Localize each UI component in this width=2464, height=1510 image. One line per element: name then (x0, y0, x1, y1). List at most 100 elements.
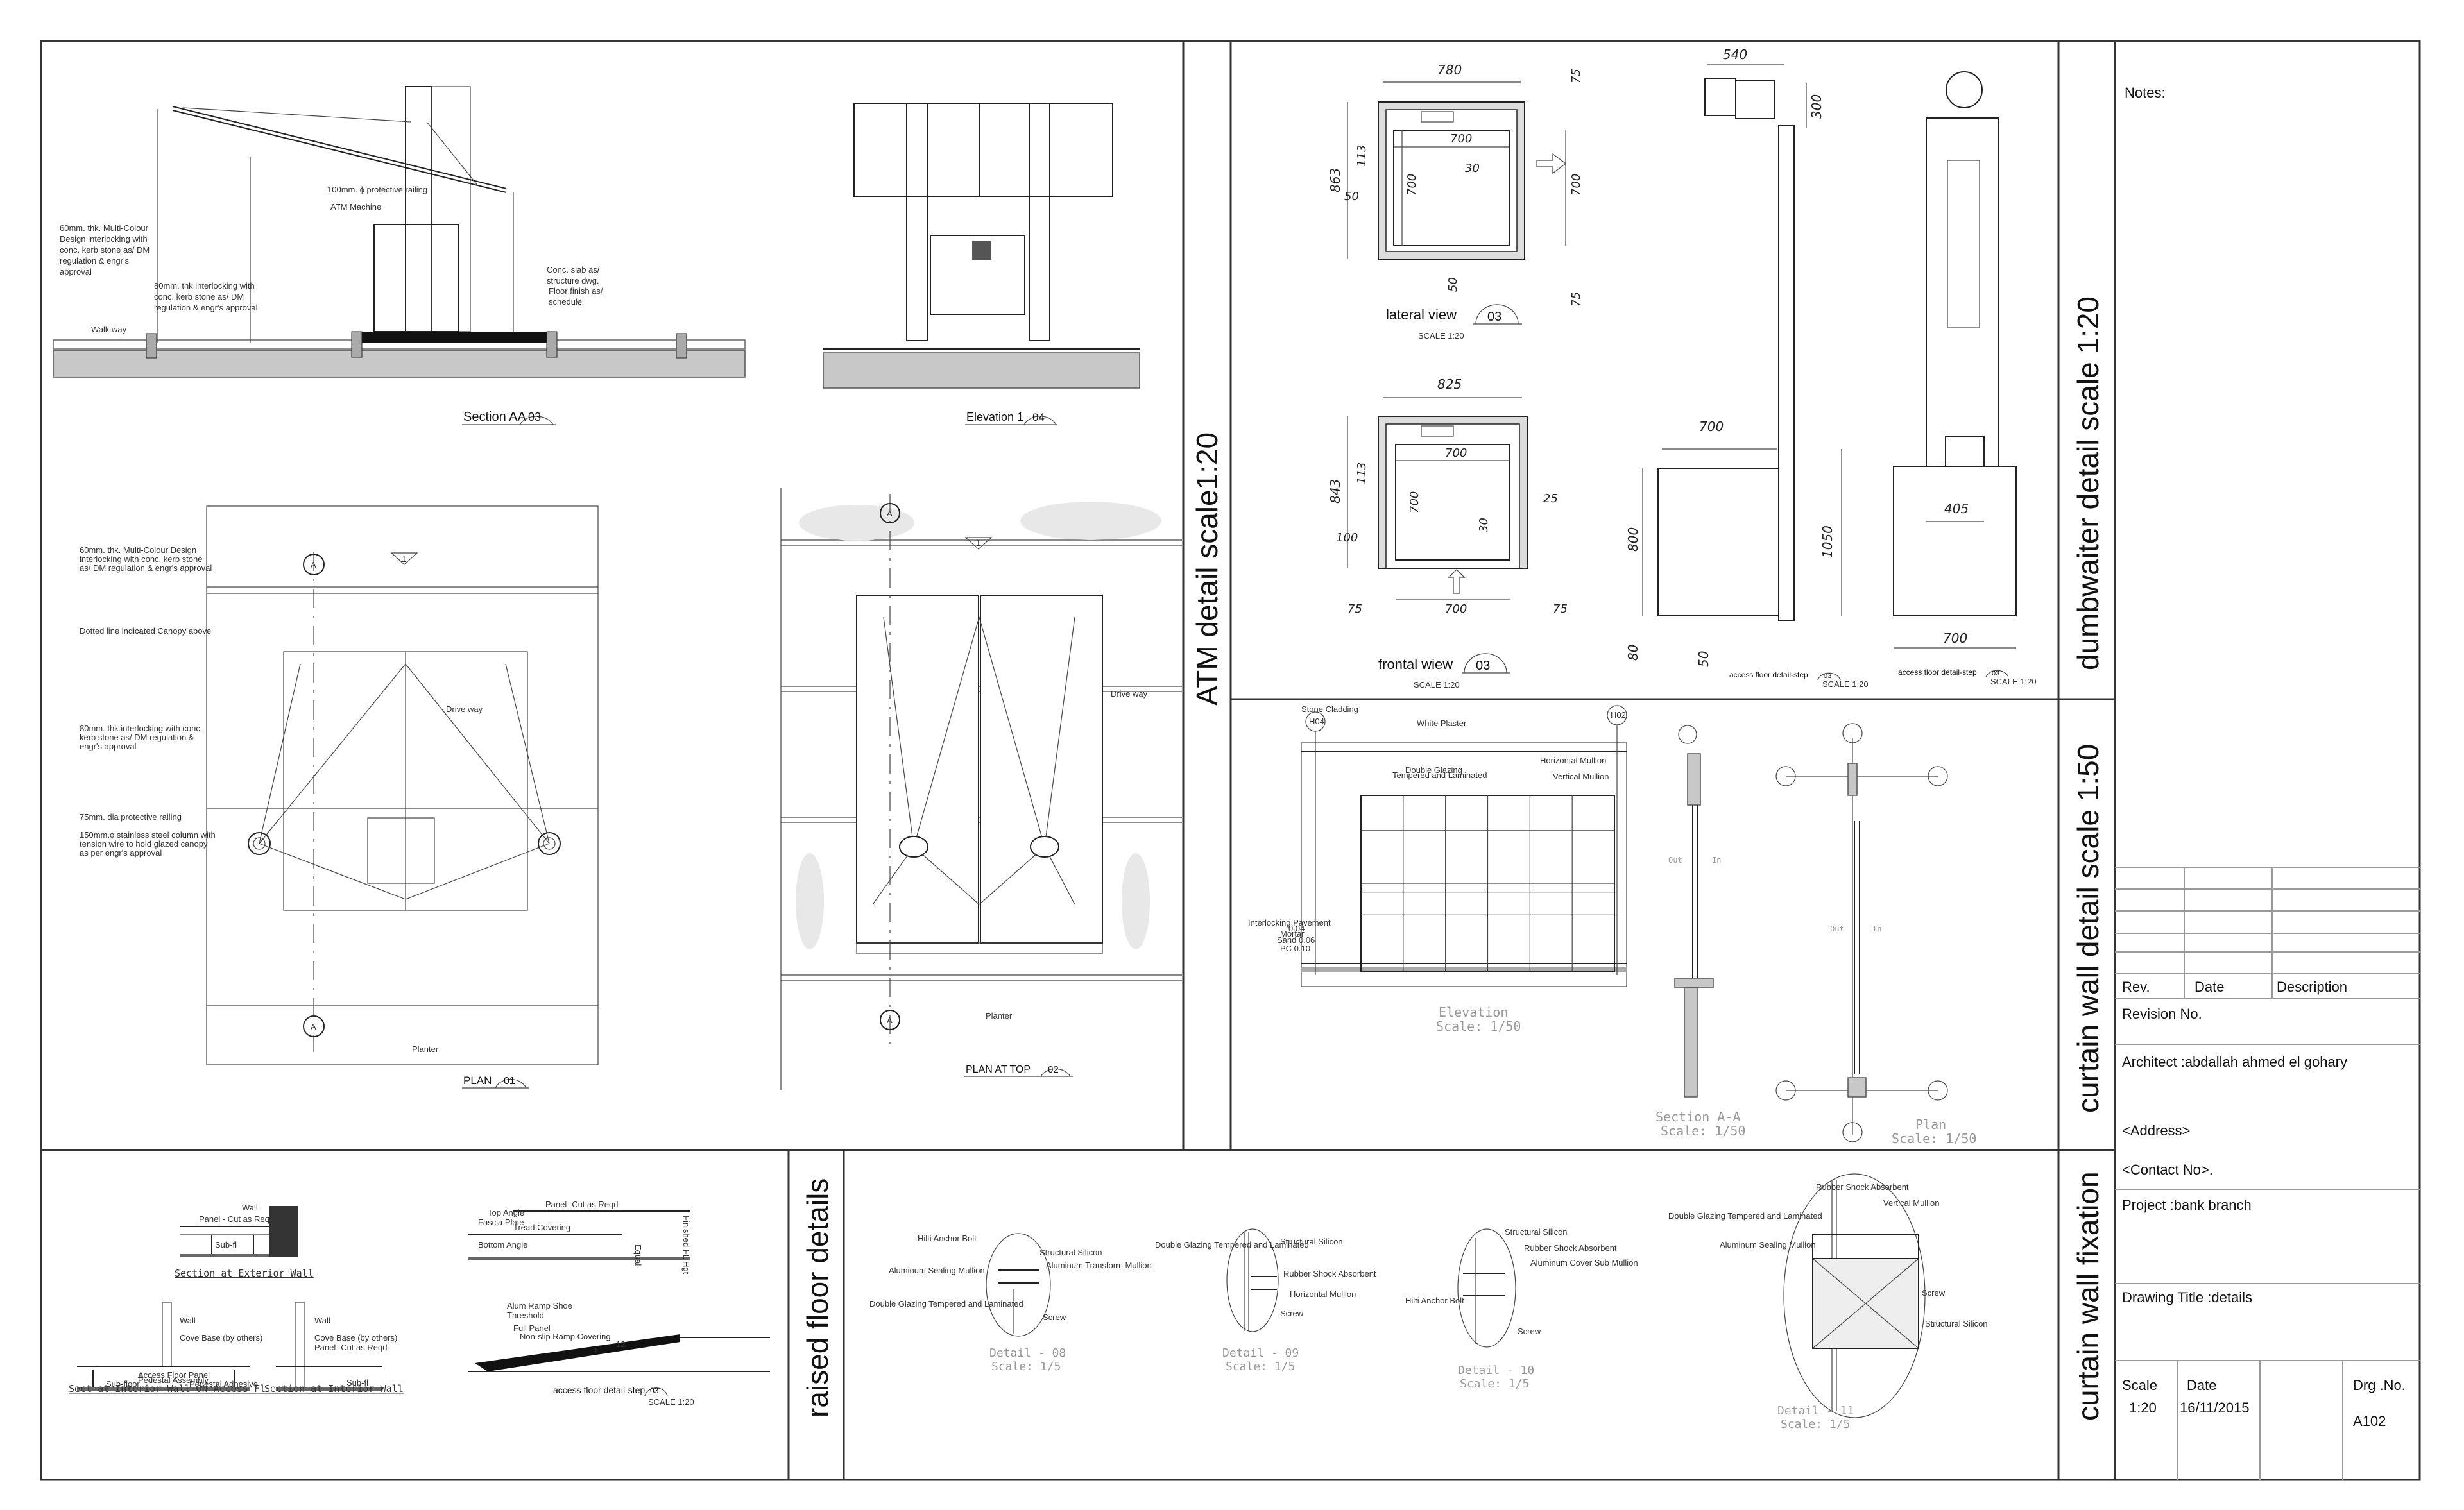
section-mark: A (887, 509, 893, 518)
scale-value: 1:20 (2129, 1400, 2157, 1416)
section-aa-drawing: 60mm. thk. Multi-Colour Design interlock… (53, 86, 746, 425)
detail-label: Screw (1922, 1288, 1946, 1298)
walkway-label: Walk way (91, 325, 127, 334)
section-mark: A (887, 1015, 893, 1025)
view-mark: 1 (402, 554, 406, 564)
label: Access Floor Panel (138, 1370, 210, 1380)
rev-header: Rev. (2122, 979, 2150, 995)
dimension: 300 (1809, 94, 1824, 119)
note-line: tension wire to hold glazed canopy (80, 839, 208, 849)
section-mark: A (311, 560, 316, 570)
dumbwaiter-front-drawing: 405 700 access floor detail-step 03 SCAL… (1893, 71, 2037, 686)
drg-no-label: Drg .No. (2353, 1377, 2406, 1393)
dimension: 700 (1943, 631, 1967, 646)
note-line: 60mm. thk. Multi-Colour (60, 223, 149, 233)
lateral-view-scale: SCALE 1:20 (1418, 331, 1464, 341)
dimension: 1050 (1820, 525, 1835, 558)
curtain-wall-section-drawing: Out In Section A-A Scale: 1/50 (1656, 725, 1745, 1139)
detail-label: Rubber Shock Absorbent (1283, 1269, 1376, 1278)
section-mark: A (311, 1022, 316, 1031)
detail-label: Structural Silicon (1280, 1237, 1343, 1246)
label: Top Angle (488, 1208, 524, 1217)
dimension: 75 (1553, 602, 1568, 616)
detail-scale: Scale: 1/5 (1460, 1377, 1529, 1391)
elevation-1-title: Elevation 1 (966, 411, 1023, 423)
dumbwaiter-panel-title: dumbwaiter detail scale 1:20 (2071, 296, 2105, 670)
dimension: 700 (1445, 602, 1467, 616)
address: <Address> (2122, 1123, 2190, 1139)
label: Cove Base (by others) (314, 1333, 397, 1343)
drg-no-value: A102 (2353, 1413, 2386, 1429)
label: White Plaster (1417, 718, 1467, 728)
note-line: as/ DM regulation & engr's approval (80, 563, 212, 573)
note-line: regulation & engr's (60, 256, 129, 266)
atm-machine-note: ATM Machine (330, 202, 381, 212)
note-line: 150mm.ϕ stainless steel column with (80, 830, 216, 840)
detail-label: Aluminum Cover Sub Mullion (1530, 1258, 1638, 1268)
fixation-detail-09: Double Glazing Tempered and Laminated St… (1155, 1228, 1376, 1373)
detail-label: Structural Silicon (1505, 1227, 1568, 1237)
note-line: Conc. slab as/ (547, 265, 600, 275)
detail-label: Hilti Anchor Bolt (918, 1234, 977, 1243)
detail-scale: Scale: 1/5 (1781, 1418, 1850, 1431)
curtain-wall-panel-title: curtain wall detail scale 1:50 (2071, 744, 2105, 1113)
plan-01-tag: 01 (504, 1076, 515, 1087)
out-label: Out (1668, 856, 1682, 865)
detail-label: Double Glazing Tempered and Laminated (869, 1299, 1023, 1309)
detail-title: Detail - 09 (1222, 1346, 1299, 1360)
dimension: 113 (1355, 462, 1369, 484)
dimension: 75 (1570, 69, 1583, 83)
curtain-wall-plan-drawing: Out In Plan Scale: 1/50 (1775, 723, 1976, 1146)
curtain-wall-mullions (1361, 795, 1614, 971)
dumbwaiter-front-tag: 03 (1992, 670, 1999, 677)
section-aa-tag: 03 (528, 411, 541, 423)
section-title: Section A-A (1656, 1109, 1740, 1124)
dimension: 80 (1625, 645, 1641, 661)
plan-01-drawing: A A 1 60mm. thk. Multi-Colour Design int… (80, 505, 599, 1089)
detail-title: Detail - 10 (1458, 1364, 1534, 1377)
note-line: approval (60, 267, 92, 276)
dimension: 100 (1336, 531, 1358, 545)
fixation-detail-10: Structural Silicon Rubber Shock Absorben… (1405, 1227, 1638, 1391)
fixation-detail-08: Hilti Anchor Bolt Structural Silicon Alu… (869, 1233, 1152, 1373)
label: Full Panel (513, 1323, 551, 1333)
description-header: Description (2277, 979, 2347, 995)
frontal-view-drawing: 825 700 843 113 700 25 30 100 75 700 75 … (1328, 377, 1568, 690)
architect: Architect :abdallah ahmed el gohary (2122, 1054, 2347, 1070)
planter-label: Planter (412, 1044, 439, 1054)
plan-01-title: PLAN (463, 1074, 492, 1087)
note-line: interlocking with conc. kerb stone (80, 554, 202, 564)
detail-label: Horizontal Mullion (1290, 1289, 1356, 1299)
plan-at-top-title: PLAN AT TOP (966, 1064, 1031, 1075)
label: Horizontal Mullion (1540, 756, 1606, 765)
detail-label: Vertical Mullion (1883, 1198, 1939, 1208)
plan-at-top-tag: 02 (1048, 1064, 1059, 1075)
dimension: 700 (1699, 419, 1724, 434)
step-title: access floor detail-step (553, 1385, 645, 1395)
dimension: 30 (1465, 162, 1480, 175)
dimension: 780 (1437, 62, 1462, 78)
detail-title: Detail - 08 (989, 1346, 1066, 1360)
detail-label: Aluminum Transform Mullion (1046, 1260, 1152, 1270)
driveway-label: Drive way (1111, 689, 1148, 699)
label: Sub-fl (346, 1378, 368, 1387)
detail-scale: Scale: 1/5 (1226, 1360, 1295, 1373)
note-line: 75mm. dia protective railing (80, 812, 182, 822)
raised-floor-step: Panel- Cut as Reqd Top Angle Fascia Plat… (468, 1200, 770, 1407)
section-aa-title: Section AA (463, 410, 527, 424)
title-block: Notes: Rev. Date Description Revision No… (2115, 85, 2420, 1480)
in-label: In (1712, 856, 1721, 865)
elevation-title: Elevation (1439, 1005, 1508, 1020)
plan-scale: Scale: 1/50 (1892, 1131, 1976, 1146)
detail-label: Screw (1043, 1312, 1066, 1322)
detail-label: Structural Silicon (1040, 1248, 1102, 1257)
raised-floor-interior-on: Wall Cove Base (by others) Access Floor … (69, 1302, 266, 1395)
note-line: 60mm. thk. Multi-Colour Design (80, 545, 196, 555)
label: Interlocking Pavement (1248, 918, 1331, 928)
grid-label: H04 (1309, 717, 1324, 726)
note-line: Design interlocking with (60, 234, 148, 244)
detail-label: Rubber Shock Absorbent (1524, 1243, 1617, 1253)
scale-label: Scale (2122, 1377, 2157, 1393)
dimension: 700 (1445, 446, 1467, 460)
note-line: schedule (549, 297, 582, 307)
